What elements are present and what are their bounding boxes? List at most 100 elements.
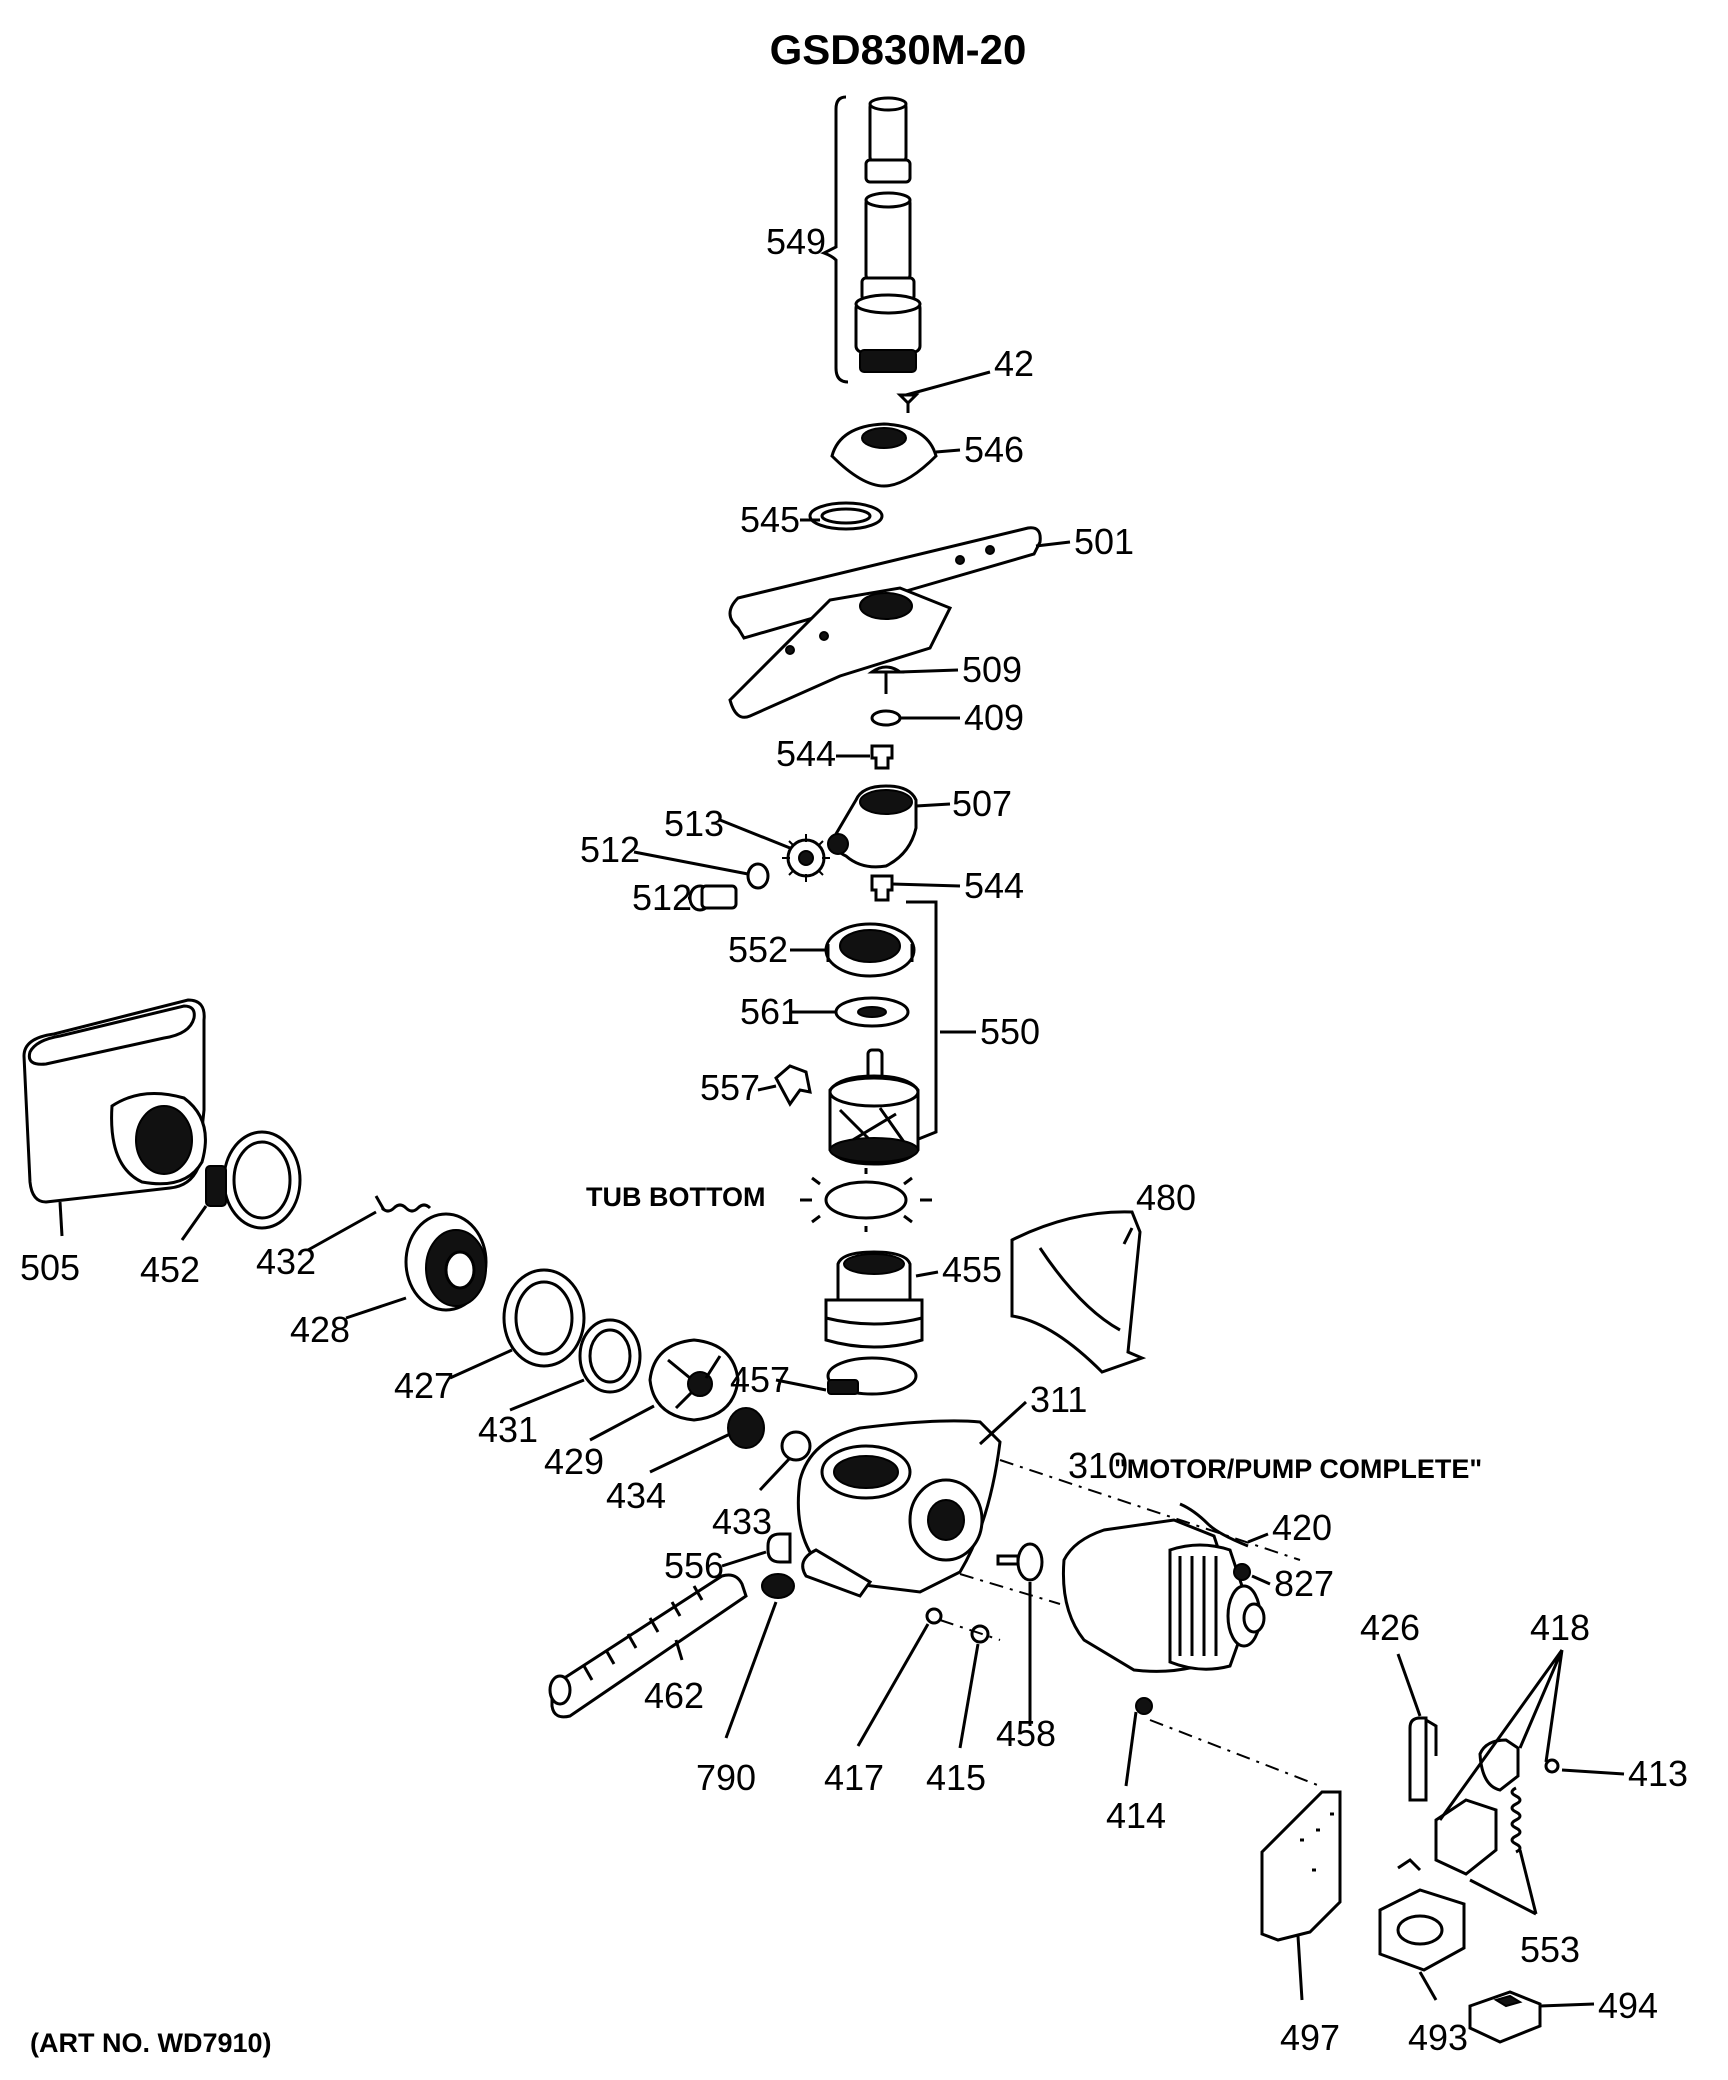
part-409-washer [870, 709, 902, 727]
label-426: 426 [1360, 1607, 1420, 1648]
part-556-plug [766, 1532, 792, 1564]
label-509: 509 [962, 649, 1022, 690]
label-790: 790 [696, 1757, 756, 1798]
label-414: 414 [1106, 1795, 1166, 1836]
part-553-spring [1510, 1786, 1522, 1854]
label-462: 462 [644, 1675, 704, 1716]
leader-lines [58, 370, 1625, 2008]
part-432-spring [380, 1203, 432, 1213]
part-457-clamp [826, 1356, 918, 1396]
part-557-clip [774, 1064, 812, 1107]
part-42-screw [896, 393, 920, 413]
part-462-hose [548, 1573, 748, 1719]
label-550: 550 [980, 1011, 1040, 1052]
label-493: 493 [1408, 2017, 1468, 2058]
note-motor-pump-complete: "MOTOR/PUMP COMPLETE" [1114, 1454, 1482, 1484]
label-553: 553 [1520, 1929, 1580, 1970]
label-480: 480 [1136, 1177, 1196, 1218]
label-501: 501 [1074, 521, 1134, 562]
part-513-gear [782, 834, 830, 882]
label-413: 413 [1628, 1753, 1688, 1794]
label-545: 545 [740, 499, 800, 540]
label-429: 429 [544, 1441, 604, 1482]
label-557: 557 [700, 1067, 760, 1108]
label-556: 556 [664, 1545, 724, 1586]
part-418-cam [1478, 1738, 1520, 1792]
label-549: 549 [766, 221, 826, 262]
part-507-gear-housing [827, 784, 918, 869]
part-505-inlet-housing [22, 998, 207, 1204]
part-546-cap [830, 422, 938, 488]
label-433: 433 [712, 1501, 772, 1542]
part-452-clamp [205, 1130, 302, 1230]
part-549-spray-tower [820, 95, 922, 384]
label-311: 311 [1030, 1379, 1087, 1420]
part-509-screw [867, 665, 905, 694]
label-827: 827 [1274, 1563, 1334, 1604]
label-432: 432 [256, 1241, 316, 1282]
label-552: 552 [728, 929, 788, 970]
part-433-washer [780, 1430, 812, 1462]
label-310: 310 [1068, 1445, 1128, 1486]
label-505: 505 [20, 1247, 80, 1288]
part-455-seal [824, 1250, 924, 1349]
label-561: 561 [740, 991, 800, 1032]
label-431: 431 [478, 1409, 538, 1450]
part-550-impeller-housing [828, 1048, 920, 1166]
label-418: 418 [1530, 1607, 1590, 1648]
part-512-washer [746, 862, 770, 890]
label-544: 544 [776, 733, 836, 774]
label-457: 457 [730, 1359, 790, 1400]
part-434-nut [727, 1407, 765, 1449]
art-number: (ART NO. WD7910) [30, 2028, 272, 2058]
part-414-screw [1135, 1697, 1153, 1715]
label-452: 452 [140, 1249, 200, 1290]
part-550-bracket [905, 900, 938, 1146]
part-512-pin [688, 884, 738, 912]
part-431-retainer [578, 1318, 642, 1394]
part-552-gear [824, 922, 916, 978]
label-417: 417 [824, 1757, 884, 1798]
part-420-wire [1179, 1502, 1249, 1548]
label-455: 455 [942, 1249, 1002, 1290]
label-494: 494 [1598, 1985, 1658, 2026]
part-458-seal [1016, 1542, 1044, 1582]
label-546: 546 [964, 429, 1024, 470]
part-429-impeller [648, 1338, 740, 1422]
part-427-ring [502, 1268, 586, 1368]
label-512-pin: 512 [632, 877, 692, 918]
part-501-spray-arm [728, 526, 1042, 719]
label-415: 415 [926, 1757, 986, 1798]
part-413-clip [1544, 1758, 1560, 1774]
label-420: 420 [1272, 1507, 1332, 1548]
note-tub-bottom: TUB BOTTOM [586, 1182, 765, 1212]
part-417-washer [925, 1607, 943, 1625]
part-311-pump-housing [796, 1419, 1002, 1598]
label-434: 434 [606, 1475, 666, 1516]
label-458: 458 [996, 1713, 1056, 1754]
part-497-bracket [1260, 1790, 1342, 1942]
label-512-washer: 512 [580, 829, 640, 870]
part-labels: 549 42 546 545 501 509 409 544 507 513 5… [20, 221, 1688, 2058]
label-42: 42 [994, 343, 1034, 384]
part-494-overload [1468, 1990, 1542, 2044]
tub-bottom-ring [800, 1168, 932, 1232]
part-544-bushing [870, 744, 894, 770]
label-409: 409 [964, 697, 1024, 738]
label-427: 427 [394, 1365, 454, 1406]
part-310-motor [1061, 1518, 1266, 1673]
diagram-title: GSD830M-20 [770, 26, 1027, 73]
label-428: 428 [290, 1309, 350, 1350]
label-507: 507 [952, 783, 1012, 824]
label-544-lower: 544 [964, 865, 1024, 906]
part-790-clamp [761, 1573, 795, 1599]
part-827-screw [1233, 1563, 1251, 1581]
label-497: 497 [1280, 2017, 1340, 2058]
label-513: 513 [664, 803, 724, 844]
part-493-relay-box [1378, 1888, 1466, 1972]
part-544-bushing-lower [870, 874, 894, 902]
part-480-shield [1010, 1210, 1147, 1374]
part-426-switch [1408, 1716, 1438, 1802]
part-428-filter [404, 1212, 488, 1312]
